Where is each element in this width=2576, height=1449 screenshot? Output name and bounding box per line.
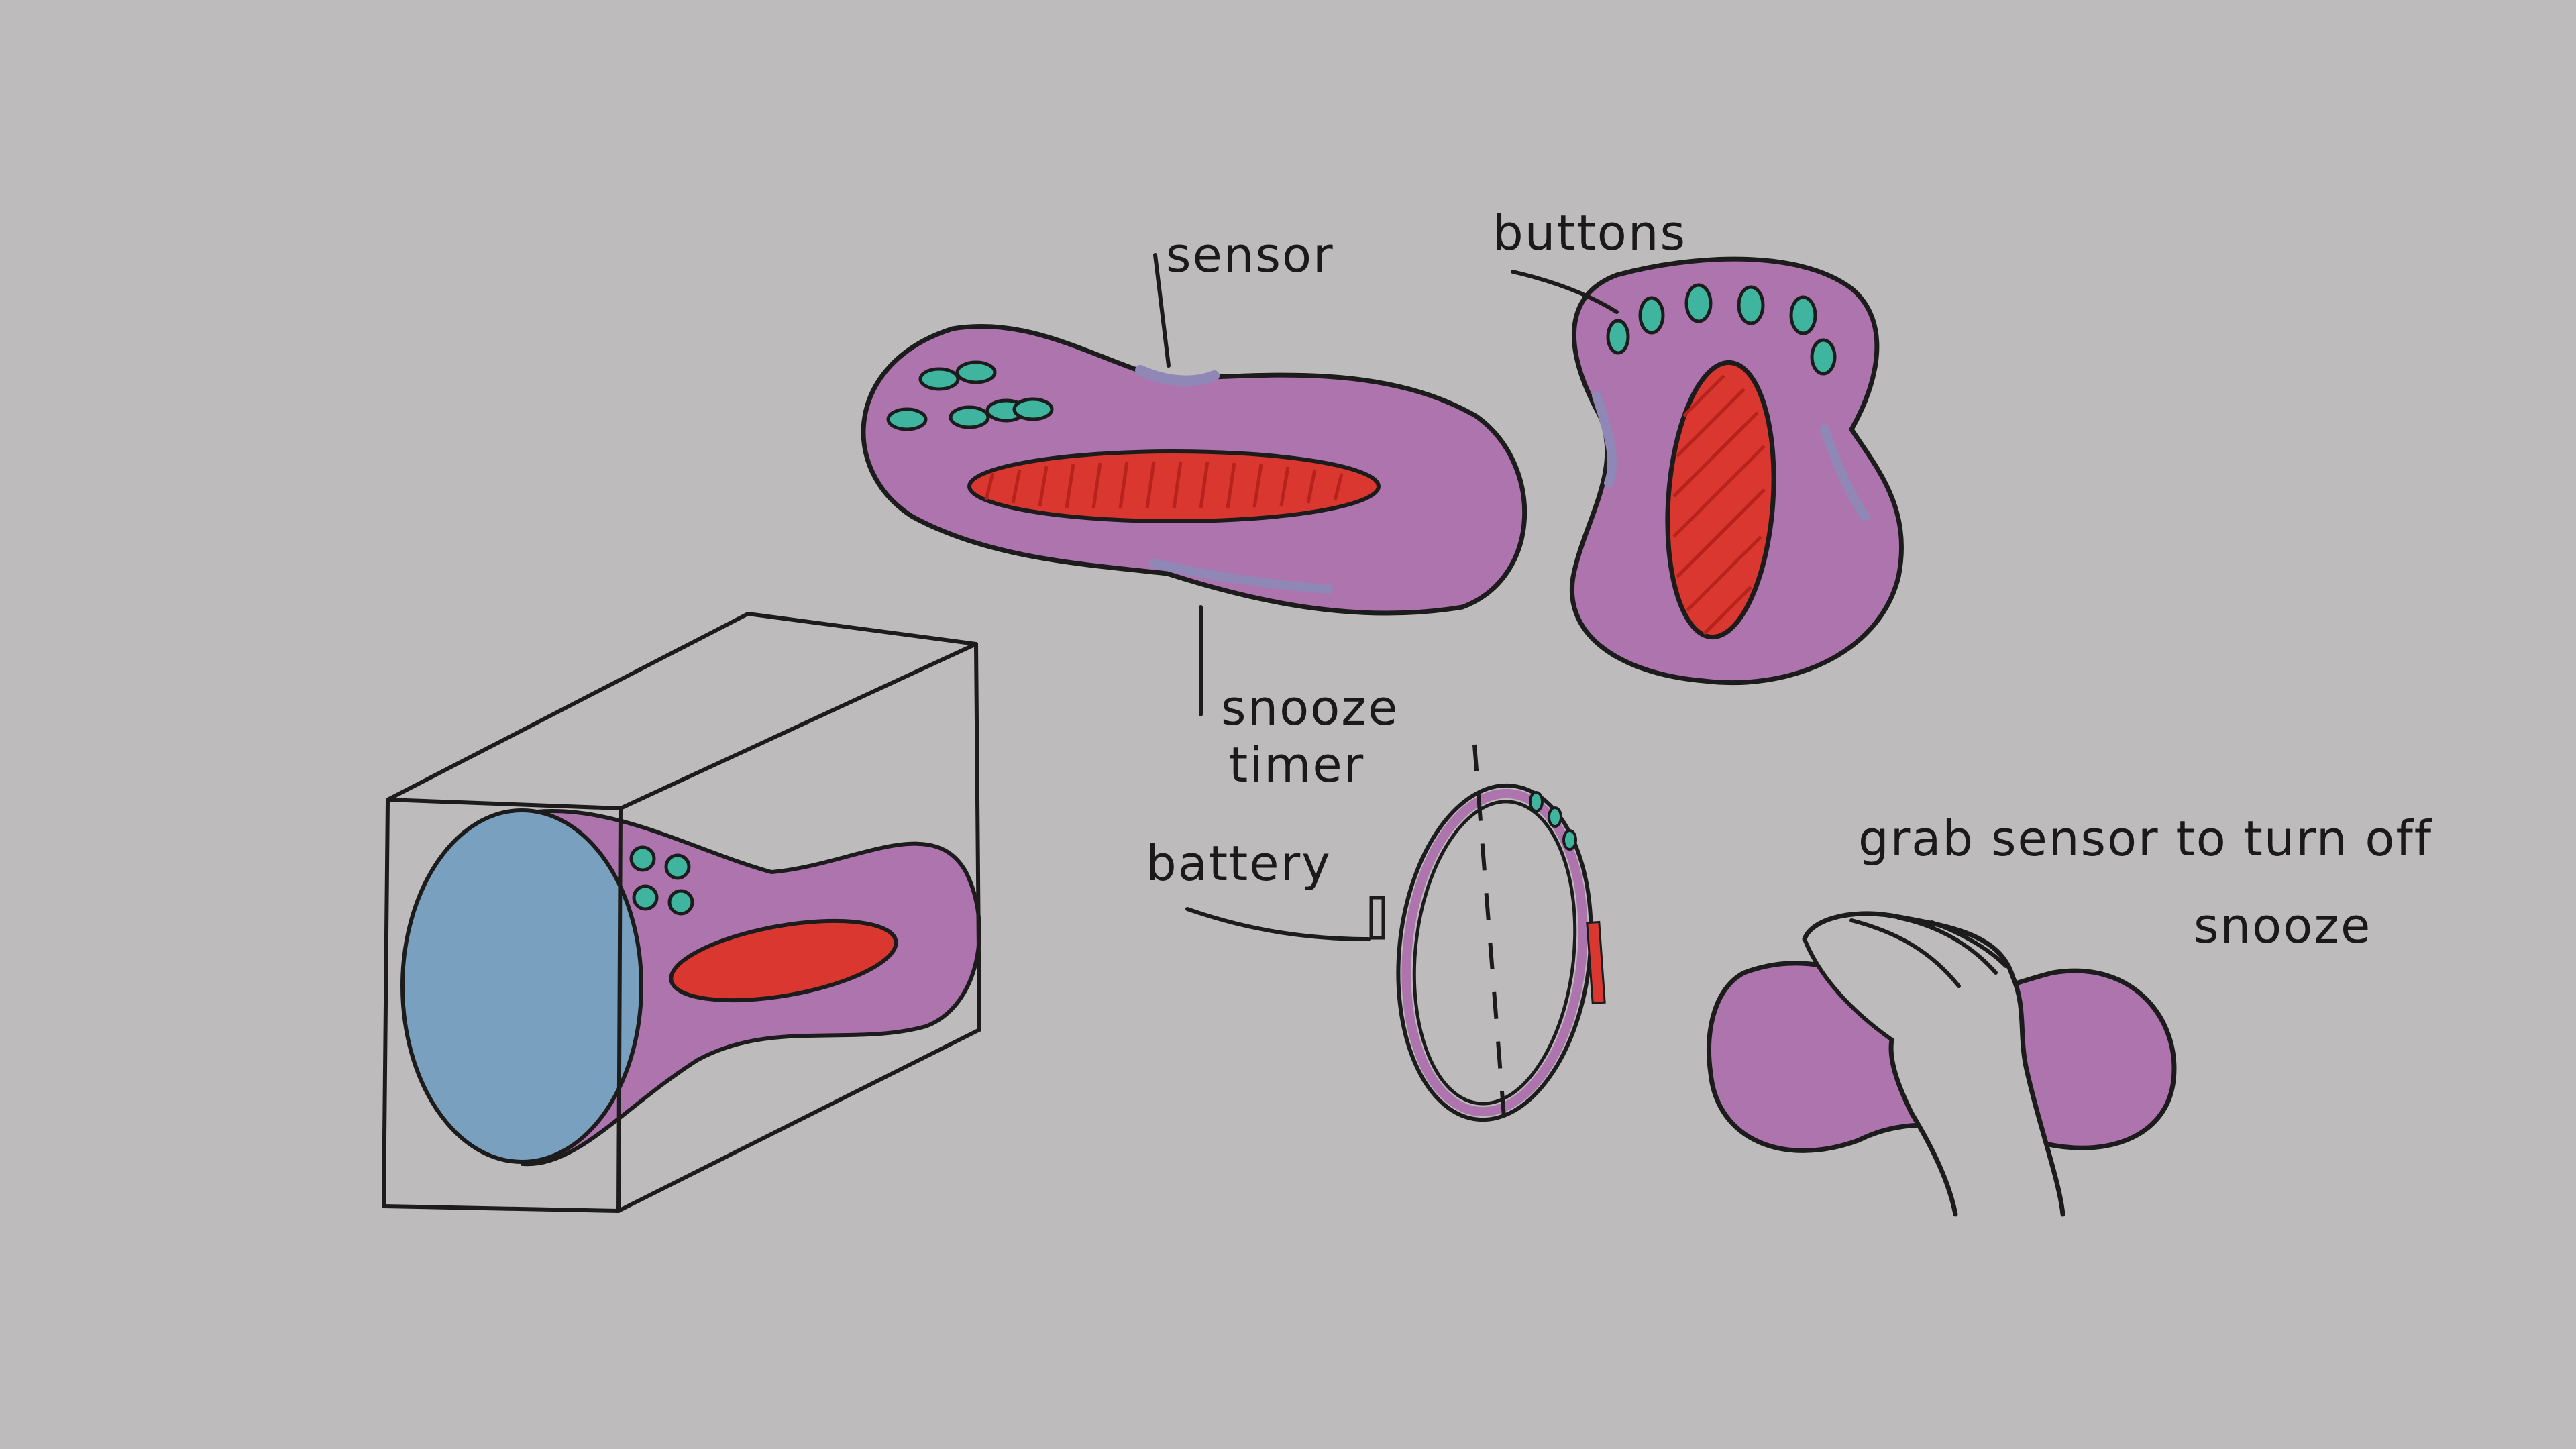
sensor-pad-hatching: [1672, 374, 1766, 635]
button-icon: [667, 889, 694, 916]
grab-caption-line1: grab sensor to turn off: [1858, 810, 2432, 867]
device-side-buttons: [886, 360, 1054, 431]
snooze-timer-callout: snooze timer: [1199, 605, 1399, 793]
button-icon: [1638, 296, 1665, 335]
hand-fill: [1805, 913, 2063, 1214]
button-icon: [1789, 295, 1817, 335]
hand-outline: [1802, 911, 2065, 1217]
snooze-label: snooze: [1221, 680, 1399, 736]
battery-callout: battery: [1146, 835, 1371, 941]
device-top-shade-right: [1820, 425, 1870, 521]
device-side-shade-bottom: [1149, 559, 1333, 594]
button-icon: [918, 367, 960, 391]
button-icon: [1606, 319, 1630, 355]
sensor-callout: sensor: [1153, 227, 1334, 368]
sensor-strip: [967, 449, 1381, 523]
boxed-device-face: [400, 808, 643, 1164]
ring-buttons: [1529, 791, 1577, 851]
box-top-right-edge: [619, 642, 978, 810]
ring-sensor-segment: [1586, 920, 1606, 1005]
box-wireframe: [382, 612, 981, 1213]
battery-label: battery: [1146, 835, 1332, 892]
device-top-shade-left: [1592, 391, 1617, 488]
box-top-left-edge: [386, 612, 750, 802]
button-icon: [955, 360, 997, 384]
hand-finger-2: [1896, 916, 1998, 975]
hand-finger-1: [1849, 918, 1961, 988]
grab-caption: grab sensor to turn off snooze: [1858, 810, 2432, 954]
button-icon: [1684, 283, 1713, 323]
device-side-view: [861, 324, 1527, 616]
buttons-callout: buttons: [1493, 205, 1686, 314]
hand-grab-view: [1707, 911, 2177, 1217]
button-icon: [886, 407, 928, 431]
box-top-back-edge: [746, 612, 978, 646]
boxed-device-view: [382, 612, 981, 1213]
button-icon: [1012, 397, 1054, 421]
ring-dashed-axis: [1472, 744, 1506, 1118]
device-side-shade-top: [1135, 365, 1220, 386]
hand-finger-3: [1930, 920, 2008, 968]
grab-caption-line2: snooze: [2194, 898, 2371, 954]
timer-label: timer: [1229, 737, 1364, 793]
sensor-label: sensor: [1166, 227, 1334, 283]
sensor-hatching: [984, 461, 1344, 509]
button-icon: [1529, 791, 1544, 812]
ring-inner: [1412, 800, 1577, 1106]
hand-thumb: [1803, 937, 1894, 1042]
device-top-view: [1569, 256, 1904, 686]
buttons-leader-line: [1511, 270, 1619, 314]
battery-leader-line: [1185, 907, 1371, 941]
button-icon: [632, 884, 659, 911]
battery-compartment: [1369, 896, 1385, 940]
box-back-right-edge: [974, 642, 981, 1032]
boxed-device-buttons: [629, 845, 694, 916]
box-bottom-right-edge: [616, 1028, 981, 1213]
sensor-leader-line: [1153, 253, 1171, 368]
ring-band: [1401, 788, 1588, 1117]
button-icon: [664, 853, 691, 880]
boxed-sensor-strip: [669, 918, 898, 1003]
ring-view: [1369, 744, 1606, 1122]
button-icon: [949, 405, 990, 429]
sensor-pad-top: [1665, 360, 1776, 640]
buttons-label: buttons: [1493, 205, 1686, 261]
button-icon: [629, 845, 656, 872]
button-icon: [1810, 338, 1837, 376]
button-icon: [1737, 285, 1765, 325]
button-icon: [1562, 829, 1577, 851]
button-icon: [1548, 806, 1562, 828]
device-top-buttons: [1606, 283, 1837, 376]
